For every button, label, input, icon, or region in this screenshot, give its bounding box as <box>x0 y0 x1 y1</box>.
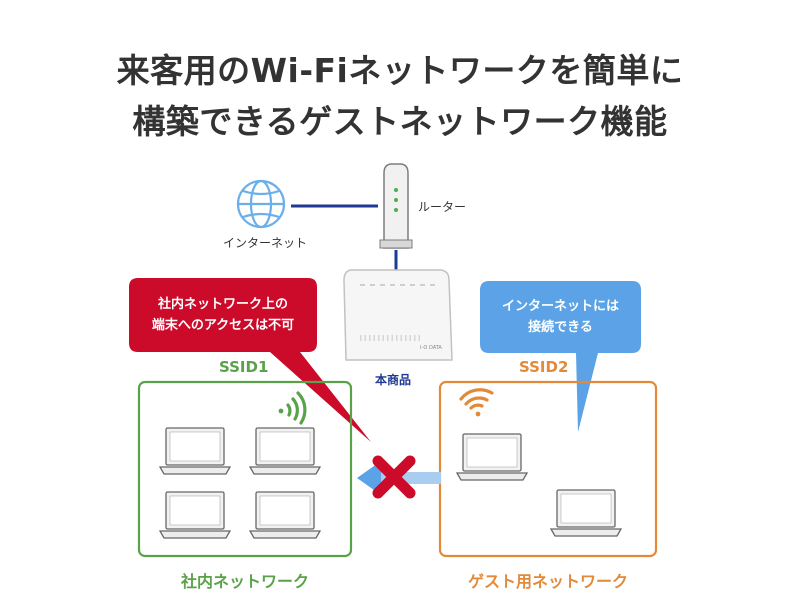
laptop-icon-internal-4 <box>248 491 322 539</box>
laptop-icon-guest-1 <box>455 433 529 481</box>
blocked-callout-line-1: 社内ネットワーク上の <box>157 297 288 312</box>
blocked-callout-line-2: 端末へのアクセスは不可 <box>151 318 295 333</box>
allowed-callout: インターネットには 接続できる <box>480 296 641 338</box>
blocked-callout-shape <box>129 278 371 442</box>
guest-network-box <box>438 380 658 558</box>
ssid2-label: SSID2 <box>519 358 569 376</box>
laptop-icon-internal-1 <box>158 427 232 475</box>
internal-network-box <box>137 380 353 558</box>
laptop-icon-guest-2 <box>549 489 623 537</box>
allowed-callout-line-2: 接続できる <box>528 320 593 335</box>
blocked-callout: 社内ネットワーク上の 端末へのアクセスは不可 <box>129 294 317 336</box>
blocked-x-icon <box>372 455 416 499</box>
product-label: 本商品 <box>375 373 412 387</box>
title-line-2: 構築できるゲストネットワーク機能 <box>132 102 668 141</box>
router-icon <box>379 163 413 249</box>
wifi-icon-guest <box>459 388 494 417</box>
ssid1-label: SSID1 <box>219 358 269 376</box>
allowed-callout-shape <box>480 281 641 432</box>
router-label: ルーター <box>418 200 467 214</box>
internal-network-label: 社内ネットワーク <box>180 572 309 591</box>
wifi-icon-internal <box>278 391 307 425</box>
laptop-icon-internal-3 <box>158 491 232 539</box>
laptop-icon-internal-2 <box>248 427 322 475</box>
globe-icon <box>236 179 286 229</box>
device-brand-text: I-O DATA <box>420 345 442 351</box>
title-line-1: 来客用のWi-Fiネットワークを簡単に <box>116 51 684 90</box>
allowed-callout-line-1: インターネットには <box>501 299 619 314</box>
guest-network-label: ゲスト用ネットワーク <box>467 572 628 591</box>
internet-label: インターネット <box>223 236 308 250</box>
product-device-icon: I-O DATA <box>343 269 453 361</box>
